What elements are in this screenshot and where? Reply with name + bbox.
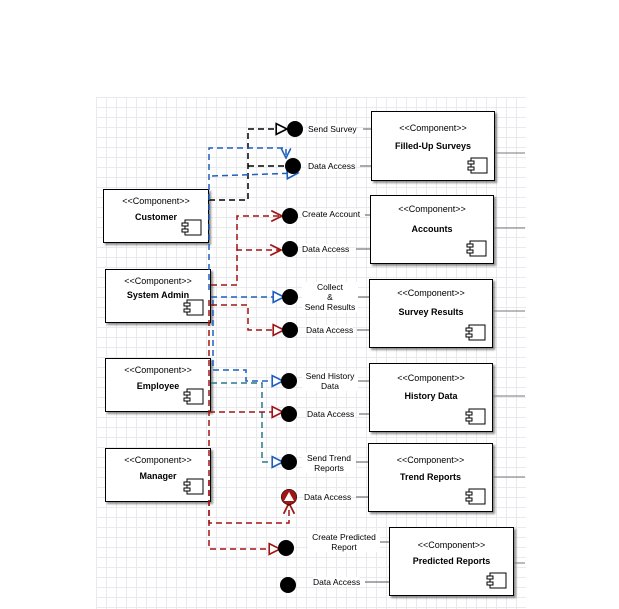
port-data-access-history[interactable] — [281, 406, 297, 422]
component-survey-results[interactable]: <<Component>> Survey Results — [369, 279, 493, 348]
label-collect-send-results: Collect & Send Results — [302, 282, 358, 312]
component-icon — [183, 388, 204, 405]
label-data-access: Data Access — [306, 325, 354, 335]
component-icon — [467, 157, 488, 174]
port-data-access-accounts[interactable] — [282, 241, 298, 257]
stereotype-label: <<Component>> — [398, 204, 466, 214]
port-send-survey[interactable] — [287, 121, 303, 137]
warning-triangle-icon — [281, 489, 297, 505]
component-predicted-reports[interactable]: <<Component>> Predicted Reports — [389, 527, 514, 596]
stereotype-label: <<Component>> — [124, 455, 192, 465]
port-send-history-data[interactable] — [281, 373, 297, 389]
port-collect-send-results[interactable] — [282, 289, 298, 305]
label-create-account: Create Account — [302, 209, 361, 219]
stereotype-label: <<Component>> — [397, 373, 465, 383]
component-name: System Admin — [126, 290, 190, 300]
label-create-predicted-report: Create Predicted Report — [308, 532, 380, 552]
component-name: Accounts — [411, 224, 453, 234]
label-data-access: Data Access — [313, 577, 361, 587]
stereotype-label: <<Component>> — [396, 455, 465, 465]
label-line: Data — [321, 381, 339, 391]
port-create-predicted-report[interactable] — [278, 540, 294, 556]
component-filled-up-surveys[interactable]: <<Component>> Filled-Up Surveys — [371, 111, 495, 181]
label-line: Send History — [305, 371, 355, 381]
label-send-trend-reports: Send Trend Reports — [302, 453, 356, 473]
component-trend-reports[interactable]: <<Component>> Trend Reports — [368, 443, 493, 512]
label-send-history-data: Send History Data — [302, 371, 358, 391]
component-customer[interactable]: <<Component>> Customer — [103, 189, 209, 243]
component-name: Customer — [134, 212, 177, 222]
label-line: Reports — [314, 463, 344, 473]
label-line: Create Predicted — [312, 532, 376, 542]
component-name: Manager — [139, 471, 177, 481]
stereotype-label: <<Component>> — [399, 123, 467, 133]
stereotype-label: <<Component>> — [124, 276, 192, 286]
component-icon — [181, 219, 202, 236]
component-name: Predicted Reports — [412, 556, 491, 566]
label-line: Collect — [317, 282, 343, 292]
label-line: & — [327, 292, 333, 302]
component-name: History Data — [404, 391, 458, 401]
label-data-access: Data Access — [308, 161, 356, 171]
port-data-access-predicted[interactable] — [280, 577, 296, 593]
component-accounts[interactable]: <<Component>> Accounts — [370, 195, 494, 264]
stereotype-label: <<Component>> — [124, 365, 192, 375]
component-icon — [183, 478, 204, 495]
port-data-access-trend[interactable] — [281, 489, 297, 505]
port-data-access-surveys[interactable] — [285, 158, 301, 174]
label-line: Send Results — [304, 302, 356, 312]
label-data-access: Data Access — [307, 409, 355, 419]
component-history-data[interactable]: <<Component>> History Data — [369, 363, 493, 432]
label-data-access: Data Access — [304, 492, 352, 502]
component-icon — [465, 324, 486, 341]
component-name: Trend Reports — [399, 472, 461, 482]
stereotype-label: <<Component>> — [417, 540, 486, 550]
port-send-trend-reports[interactable] — [281, 454, 297, 470]
stereotype-label: <<Component>> — [397, 288, 465, 298]
component-name: Employee — [136, 381, 180, 391]
label-line: Send Trend — [307, 453, 351, 463]
component-icon — [183, 299, 204, 316]
stereotype-label: <<Component>> — [122, 196, 190, 206]
port-data-access-results[interactable] — [282, 322, 298, 338]
grid-background — [96, 97, 526, 609]
port-create-account[interactable] — [282, 208, 298, 224]
label-line: Report — [331, 542, 357, 552]
label-data-access: Data Access — [302, 244, 350, 254]
component-name: Filled-Up Surveys — [394, 141, 472, 151]
component-employee[interactable]: <<Component>> Employee — [105, 358, 211, 412]
component-name: Survey Results — [398, 307, 464, 317]
component-icon — [486, 572, 507, 589]
label-send-survey: Send Survey — [308, 124, 357, 134]
component-icon — [465, 488, 486, 505]
component-system-admin[interactable]: <<Component>> System Admin — [105, 269, 211, 323]
component-icon — [466, 240, 487, 257]
component-manager[interactable]: <<Component>> Manager — [105, 448, 211, 502]
component-icon — [465, 408, 486, 425]
